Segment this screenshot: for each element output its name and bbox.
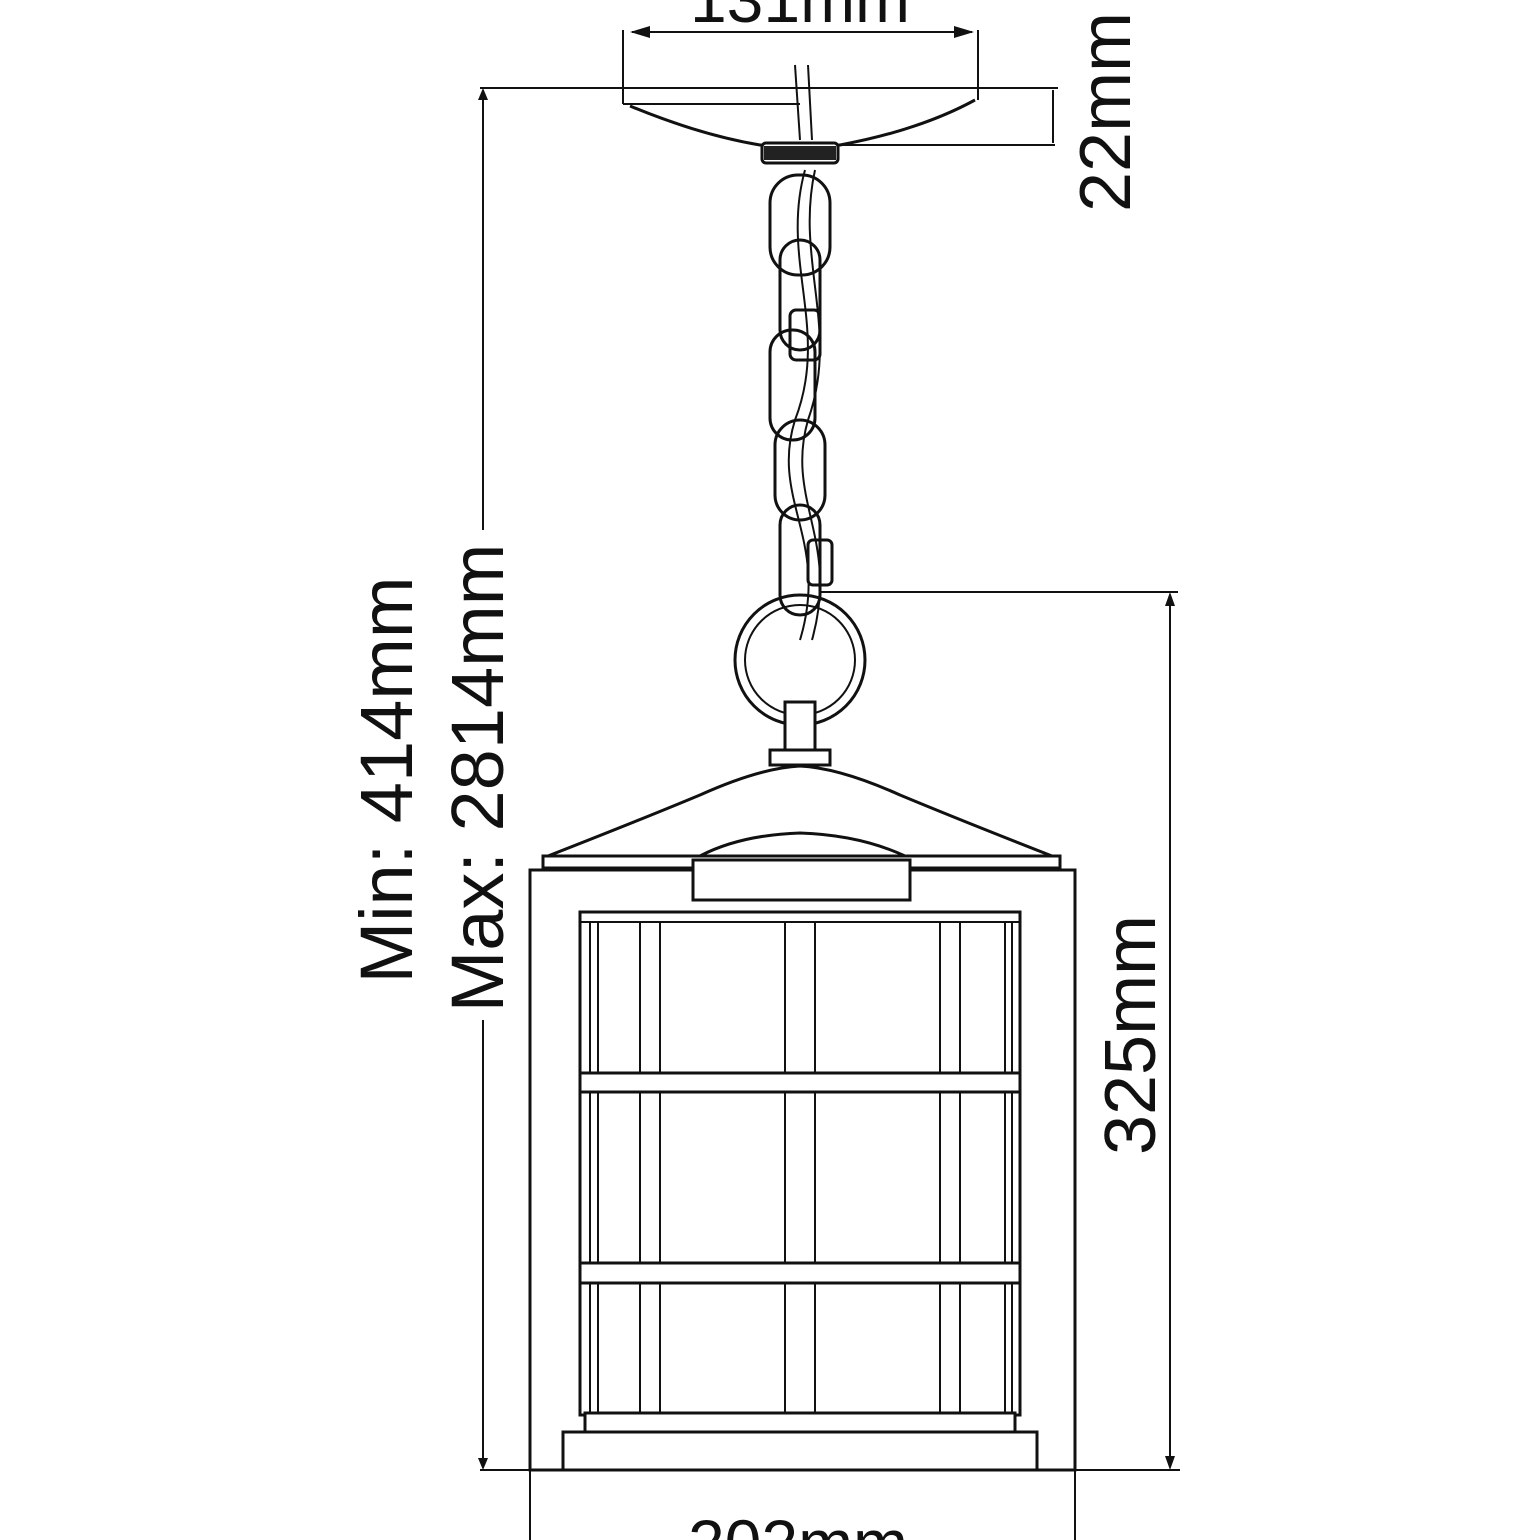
dimension-202mm: [480, 1469, 1180, 1540]
chain: [733, 169, 867, 727]
canopy-width-label: 131mm: [690, 0, 910, 36]
cage-bars: [578, 921, 1022, 1415]
min-height-label: Min: 414mm: [345, 576, 428, 983]
lantern: [528, 700, 1077, 1472]
dimension-325mm: [820, 591, 1178, 1470]
dimension-overall-height: [478, 88, 488, 1470]
max-height-label: Max: 2814mm: [436, 544, 519, 1013]
ceiling-canopy: [480, 30, 1058, 165]
lantern-width-label: 202mm: [688, 1506, 908, 1540]
lantern-height-label: 325mm: [1091, 915, 1171, 1155]
canopy-height-label: 22mm: [1066, 12, 1146, 212]
